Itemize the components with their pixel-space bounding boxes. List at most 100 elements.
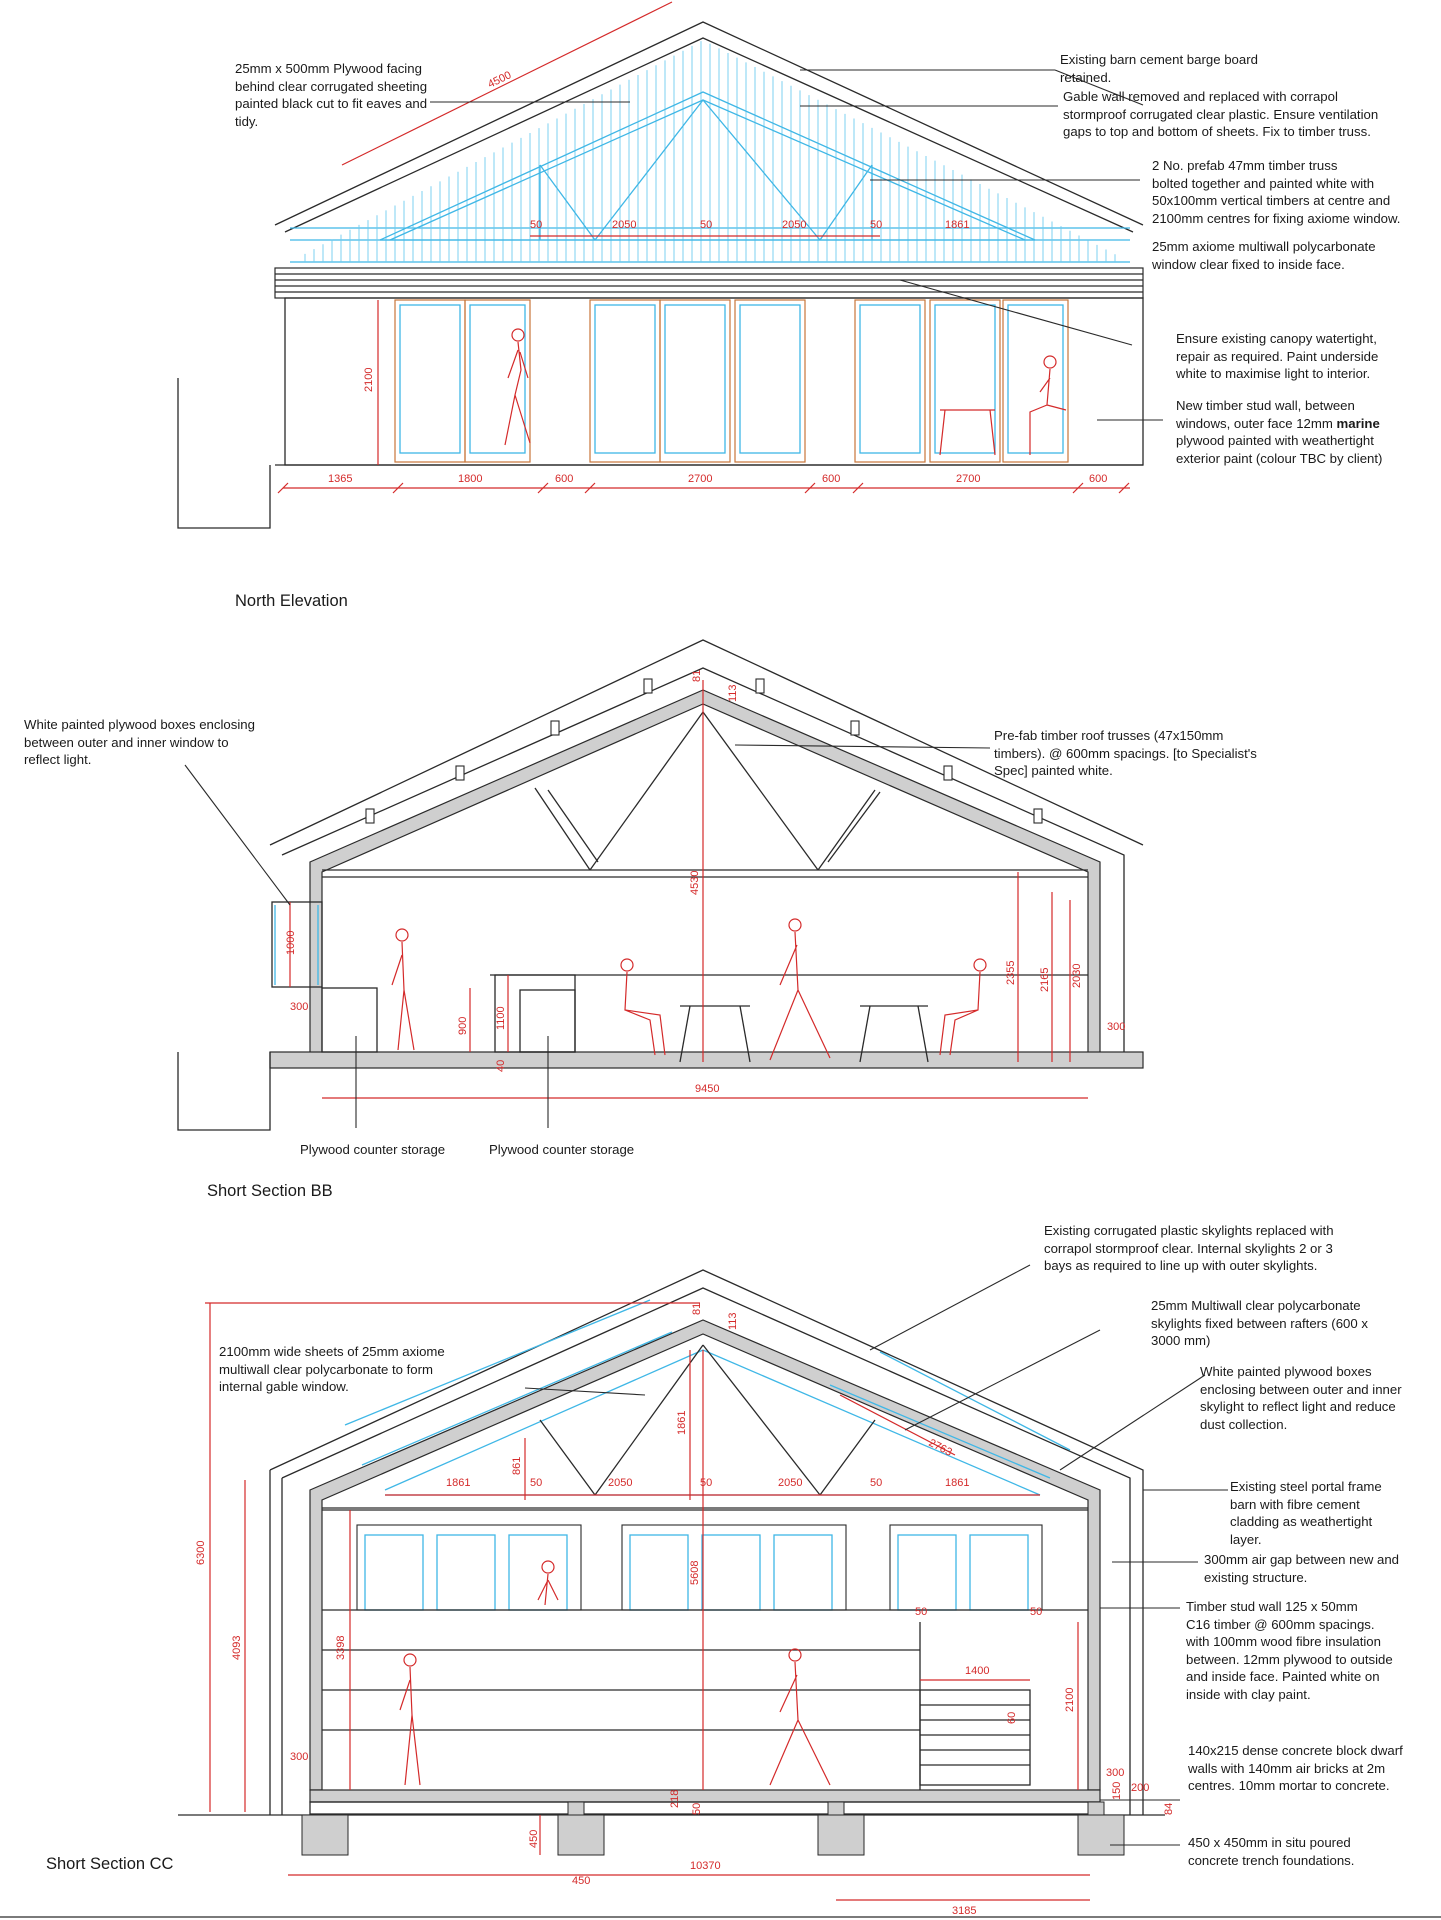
north-bottom-dim: 2700 (688, 473, 712, 485)
note-gable-wall: Gable wall removed and replaced with cor… (1063, 89, 1379, 139)
dim-tick (1118, 482, 1130, 494)
bb-left-window (271, 901, 323, 988)
bb-right-dim-c: 2030 (1071, 964, 1083, 988)
cc-inner-height-dim: 3398 (335, 1636, 347, 1660)
bb-width-dim: 9450 (695, 1083, 719, 1095)
window-glass (701, 1534, 761, 1611)
cc-centre-dim: 5608 (689, 1561, 701, 1585)
bb-floor (269, 1051, 1144, 1069)
cc-door-dim: 2100 (1064, 1688, 1076, 1712)
note-polycarbonate: 25mm axiome multiwall polycarbonate wind… (1152, 239, 1376, 272)
north-bottom-dim: 1365 (328, 473, 352, 485)
cc-ridge-dim-b: 113 (727, 1312, 739, 1330)
cc-right-dim-d: 84 (1163, 1803, 1175, 1815)
north-barge-board (284, 37, 1134, 233)
window-glass (664, 304, 726, 454)
north-truss-dim-b: 2050 (612, 219, 636, 231)
note-cc-stud: Timber stud wall 125 x 50mm C16 timber @… (1186, 1599, 1393, 1702)
window-glass (969, 1534, 1029, 1611)
north-wall (284, 297, 1144, 466)
dim-tick (277, 482, 289, 494)
north-truss-dim-a: 50 (530, 219, 542, 231)
note-bb-boxes: White painted plywood boxes enclosing be… (24, 717, 255, 767)
cc-floor-dim-a: 218 (669, 1790, 681, 1808)
purlin (850, 720, 860, 736)
bb-ridge-dim-b: 113 (727, 684, 739, 702)
note-stud-wall-bold: marine (1336, 415, 1380, 431)
note-canopy: Ensure existing canopy watertight, repai… (1176, 331, 1379, 381)
note-cc-portal: Existing steel portal frame barn with fi… (1230, 1479, 1382, 1547)
north-bottom-dim: 600 (1089, 473, 1107, 485)
cc-truss-dim-7: 1861 (945, 1477, 969, 1489)
cc-truss-dim-4: 50 (700, 1477, 712, 1489)
window-group (889, 1524, 1043, 1611)
cc-right-dim-b: 150 (1111, 1782, 1123, 1800)
window-glass (629, 1534, 689, 1611)
note-bb-trusses: Pre-fab timber roof trusses (47x150mm ti… (994, 728, 1257, 778)
cc-truss-height-dim: 1861 (676, 1411, 688, 1435)
cc-truss-dim-2: 50 (530, 1477, 542, 1489)
cc-mark-50b: 50 (1030, 1606, 1042, 1618)
dim-tick (804, 482, 816, 494)
window-glass (859, 304, 921, 454)
note-stud-wall-b: plywood painted with weathertight exteri… (1176, 433, 1383, 466)
bb-purlins (365, 678, 1043, 824)
bb-counter-dim-b: 1100 (495, 1006, 507, 1030)
bb-right-dim-a: 2355 (1005, 961, 1017, 985)
bb-people (391, 918, 987, 1061)
cc-floor (309, 1789, 1101, 1803)
window-frame (1002, 299, 1069, 463)
window-group (356, 1524, 582, 1611)
window-frame (854, 299, 926, 463)
bb-roof-inner-line (281, 667, 1125, 1068)
bb-tables (679, 1005, 929, 1063)
north-bottom-dim: 1800 (458, 473, 482, 485)
north-hatch-lines (304, 41, 1116, 262)
window-glass (594, 304, 656, 454)
cc-mark-50a: 50 (915, 1606, 927, 1618)
cc-foundations (301, 1801, 1125, 1856)
purlin (755, 678, 765, 694)
window-group (621, 1524, 847, 1611)
note-counter-left: Plywood counter storage (300, 1142, 446, 1157)
bb-roof-outer (269, 639, 1144, 846)
note-cc-dwarf: 140x215 dense concrete block dwarf walls… (1188, 1743, 1403, 1793)
bb-leaders (184, 744, 991, 1128)
bb-sill-dim: 300 (290, 1001, 308, 1013)
cc-ridge-dim-a: 81 (691, 1303, 703, 1315)
bb-right-dim-b: 2165 (1039, 968, 1051, 992)
window-glass (399, 304, 461, 454)
purlin (455, 765, 465, 781)
cc-right-dim-a: 300 (1106, 1767, 1124, 1779)
cc-truss-dim-6: 50 (870, 1477, 882, 1489)
purlin (643, 678, 653, 694)
window-glass (436, 1534, 496, 1611)
note-counter-right: Plywood counter storage (489, 1142, 635, 1157)
cc-truss (322, 1344, 1088, 1509)
north-roof-outline (274, 21, 1144, 226)
bb-window-dim: 1000 (285, 931, 297, 955)
north-truss (379, 91, 1036, 241)
cc-foundation-depth-dim: 450 (528, 1830, 540, 1848)
dim-tick (537, 482, 549, 494)
bb-centre-dim: 4530 (689, 871, 701, 895)
note-cc-foundations: 450 x 450mm in situ poured concrete tren… (1188, 1835, 1355, 1868)
cc-width-dim: 10370 (690, 1860, 721, 1872)
window-frame (464, 299, 531, 463)
north-person-seated (1029, 355, 1067, 455)
north-height-dim: 2100 (363, 368, 375, 392)
dim-tick (392, 482, 404, 494)
window-frame (734, 299, 806, 463)
north-truss-dim-e: 50 (870, 219, 882, 231)
north-bottom-dim: 600 (555, 473, 573, 485)
note-cc-boxes: White painted plywood boxes enclosing be… (1200, 1364, 1402, 1432)
window-frame (659, 299, 731, 463)
cc-overall-height-dim: 6300 (195, 1541, 207, 1565)
cc-leaders (524, 1264, 1228, 1846)
cc-tie-dim: 861 (511, 1457, 523, 1475)
cc-truss-dim-5: 2050 (778, 1477, 802, 1489)
north-canopy (274, 267, 1144, 299)
note-truss: 2 No. prefab 47mm timber truss bolted to… (1152, 158, 1401, 226)
window-glass (1007, 304, 1064, 454)
